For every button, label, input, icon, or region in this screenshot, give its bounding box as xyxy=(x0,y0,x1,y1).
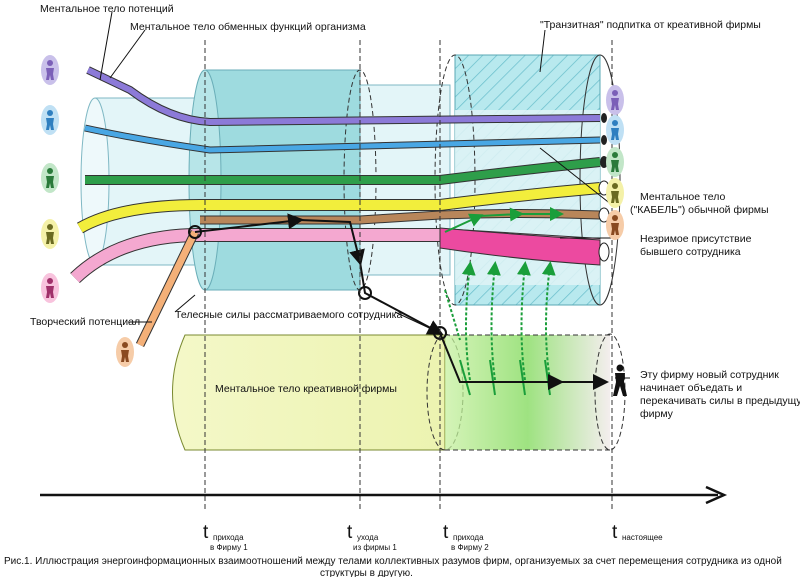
svg-text:настоящее: настоящее xyxy=(622,533,663,542)
creative-firm-body-label: Ментальное тело креативной фирмы xyxy=(215,383,397,395)
label-new-employee-3: перекачивать силы в предыдущую xyxy=(640,395,800,407)
strand-brown xyxy=(200,209,601,225)
label-new-employee-2: начинает объедать и xyxy=(640,382,742,394)
person-blue-icon xyxy=(41,105,59,135)
figure-caption-line-1: Рис.1. Иллюстрация энергоинформационных … xyxy=(4,555,782,567)
creative-firm-cylinder xyxy=(172,333,626,451)
person-green-icon xyxy=(41,163,59,193)
svg-text:t: t xyxy=(443,522,449,543)
person-pink-icon xyxy=(41,273,59,303)
svg-text:прихода: прихода xyxy=(213,533,244,542)
svg-text:в Фирму 1: в Фирму 1 xyxy=(210,543,248,552)
svg-text:в Фирму 2: в Фирму 2 xyxy=(451,543,489,552)
label-mental-cable-1: Ментальное тело xyxy=(640,191,725,203)
svg-text:t: t xyxy=(347,522,353,543)
person-yellow-icon xyxy=(41,219,59,249)
person-orange-icon xyxy=(606,210,624,240)
person-orange-icon xyxy=(116,337,134,367)
svg-text:из фирмы 1: из фирмы 1 xyxy=(353,543,397,552)
figure-caption-line-2: структуры в другую. xyxy=(320,568,413,577)
strand-purple xyxy=(86,66,601,127)
strand-blue xyxy=(84,124,601,154)
svg-text:t: t xyxy=(203,522,209,543)
person-purple-icon xyxy=(606,85,624,115)
person-green-icon xyxy=(606,147,624,177)
label-mental-potential: Ментальное тело потенций xyxy=(40,3,174,15)
label-transit: "Транзитная" подпитка от креативной фирм… xyxy=(540,19,761,31)
svg-text:t: t xyxy=(612,522,618,543)
strand-green xyxy=(85,157,601,185)
label-new-employee-4: фирму xyxy=(640,408,674,420)
transit-green-flows xyxy=(444,207,564,396)
person-blue-icon xyxy=(606,115,624,145)
person-purple-icon xyxy=(41,55,59,85)
leader-lines xyxy=(99,11,630,379)
label-creative-potential: Творческий потенциал xyxy=(30,316,140,328)
label-body-forces: Телесные силы рассматриваемого сотрудник… xyxy=(175,309,402,321)
label-invisible-2: бывшего сотрудника xyxy=(640,246,741,258)
time-markers xyxy=(204,40,613,512)
person-black-icon xyxy=(613,364,627,396)
person-yellow-icon xyxy=(606,178,624,208)
svg-text:прихода: прихода xyxy=(453,533,484,542)
timeline-labels: t прихода в Фирму 1 t ухода из фирмы 1 t… xyxy=(203,522,663,552)
time-axis xyxy=(40,485,728,505)
employee-trajectory xyxy=(188,213,609,390)
svg-text:ухода: ухода xyxy=(357,533,379,542)
strand-orange-creative xyxy=(135,230,200,347)
label-invisible-1: Незримое присутствие xyxy=(640,233,752,245)
label-mental-cable-2: ("КАБЕЛЬ") обычной фирмы xyxy=(630,204,769,216)
label-new-employee-1: Эту фирму новый сотрудник xyxy=(640,369,779,381)
label-mental-exchange: Ментальное тело обменных функций организ… xyxy=(130,21,366,33)
